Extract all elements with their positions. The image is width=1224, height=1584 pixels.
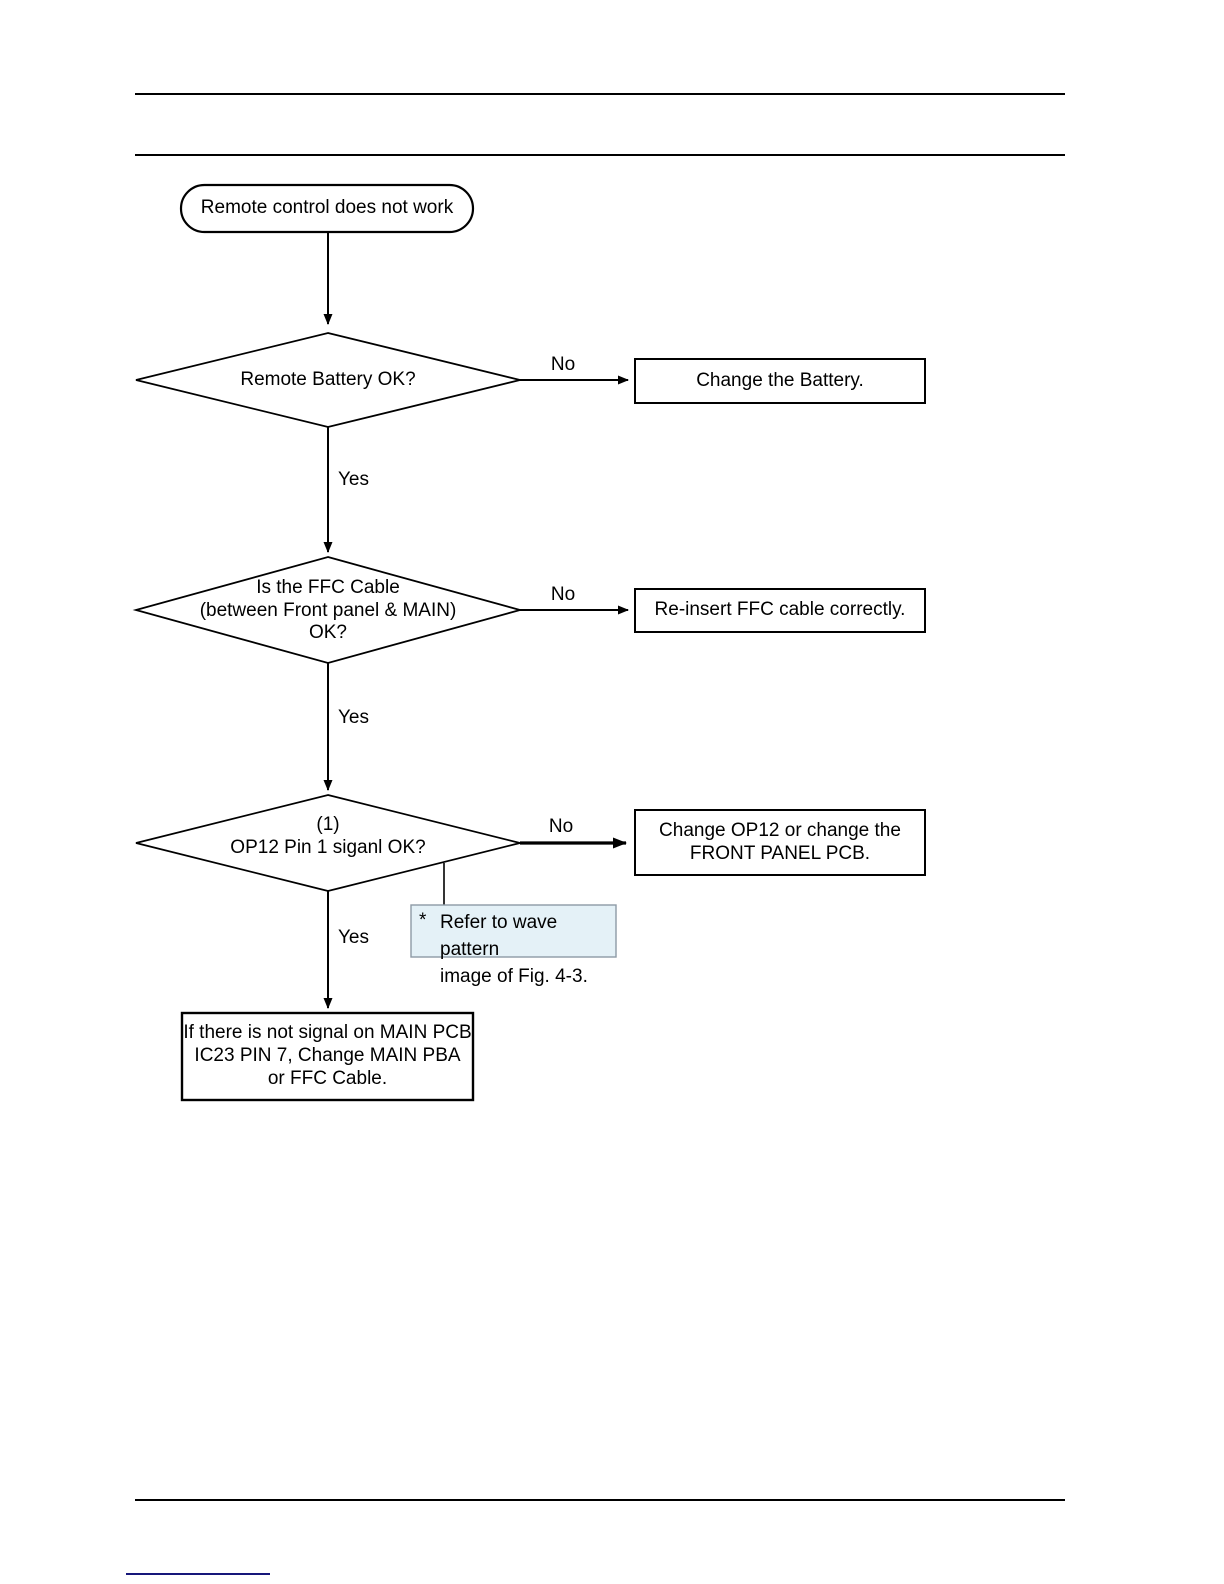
action-change-battery-label: Change the Battery. (696, 369, 864, 391)
branch-label-ffc-no: No (550, 584, 576, 605)
footer-rule (135, 1499, 1065, 1501)
decision-battery-label: Remote Battery OK? (240, 368, 416, 390)
action-change-op12-shape (634, 809, 926, 876)
action-reinsert-ffc-shape (634, 588, 926, 633)
branch-label-battery-no: No (550, 354, 576, 375)
start-node-label: Remote control does not work (200, 197, 454, 219)
decision-op12-label: (1)OP12 Pin 1 siganl OK? (230, 814, 426, 858)
branch-label-op12-yes: Yes (338, 927, 369, 948)
final-node-shape (180, 1011, 475, 1102)
branch-label-battery-yes: Yes (338, 469, 369, 490)
action-change-battery-shape (634, 358, 926, 404)
footer-accent-rule (126, 1573, 270, 1575)
decision-ffc-label: Is the FFC Cable(between Front panel & M… (199, 576, 457, 644)
branch-label-op12-no: No (548, 816, 574, 837)
note-asterisk-marker: * (419, 910, 427, 931)
branch-label-ffc-yes: Yes (338, 707, 369, 728)
action-reinsert-ffc-label: Re-insert FFC cable correctly. (654, 599, 906, 621)
header-rule-top (135, 93, 1065, 95)
note-callout-shape (410, 904, 617, 958)
header-rule-bottom (135, 154, 1065, 156)
